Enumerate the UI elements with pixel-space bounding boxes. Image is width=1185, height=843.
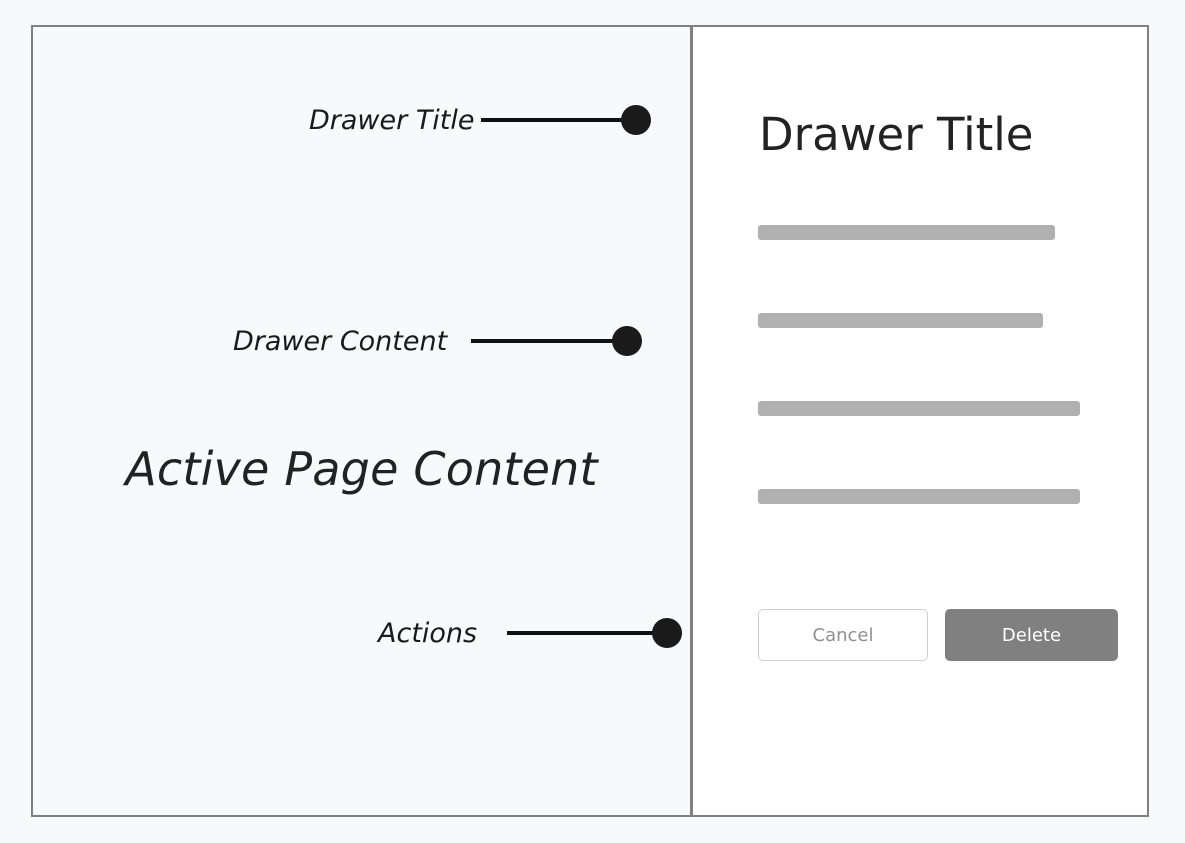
drawer-divider [690,27,693,815]
callout-actions: Actions [378,613,683,653]
callout-label-drawer-content: Drawer Content [233,325,448,357]
placeholder-bar [758,313,1043,328]
callout-dot-icon [652,618,683,648]
callout-label-actions: Actions [378,617,478,649]
drawer-content-placeholders [758,225,1147,504]
page-content-label: Active Page Content [125,442,598,496]
placeholder-bar [758,489,1080,504]
drawer-title: Drawer Title [759,108,1034,161]
cancel-button[interactable]: Cancel [758,609,928,661]
delete-button[interactable]: Delete [945,609,1118,661]
active-page-region: Active Page Content Drawer Title Drawer … [33,27,690,815]
callout-drawer-title: Drawer Title [309,100,651,140]
callout-label-drawer-title: Drawer Title [309,104,475,136]
callout-dot-icon [612,326,643,356]
callout-drawer-content: Drawer Content [233,321,643,361]
callout-leader-line [480,118,623,122]
wireframe-frame: Active Page Content Drawer Title Drawer … [31,25,1149,817]
placeholder-bar [758,401,1080,416]
callout-leader-line [471,339,615,343]
drawer-panel: Drawer Title Cancel Delete [693,27,1147,815]
placeholder-bar [758,225,1055,240]
callout-dot-icon [620,105,651,135]
callout-leader-line [507,631,655,635]
drawer-actions-row: Cancel Delete [758,609,1118,661]
